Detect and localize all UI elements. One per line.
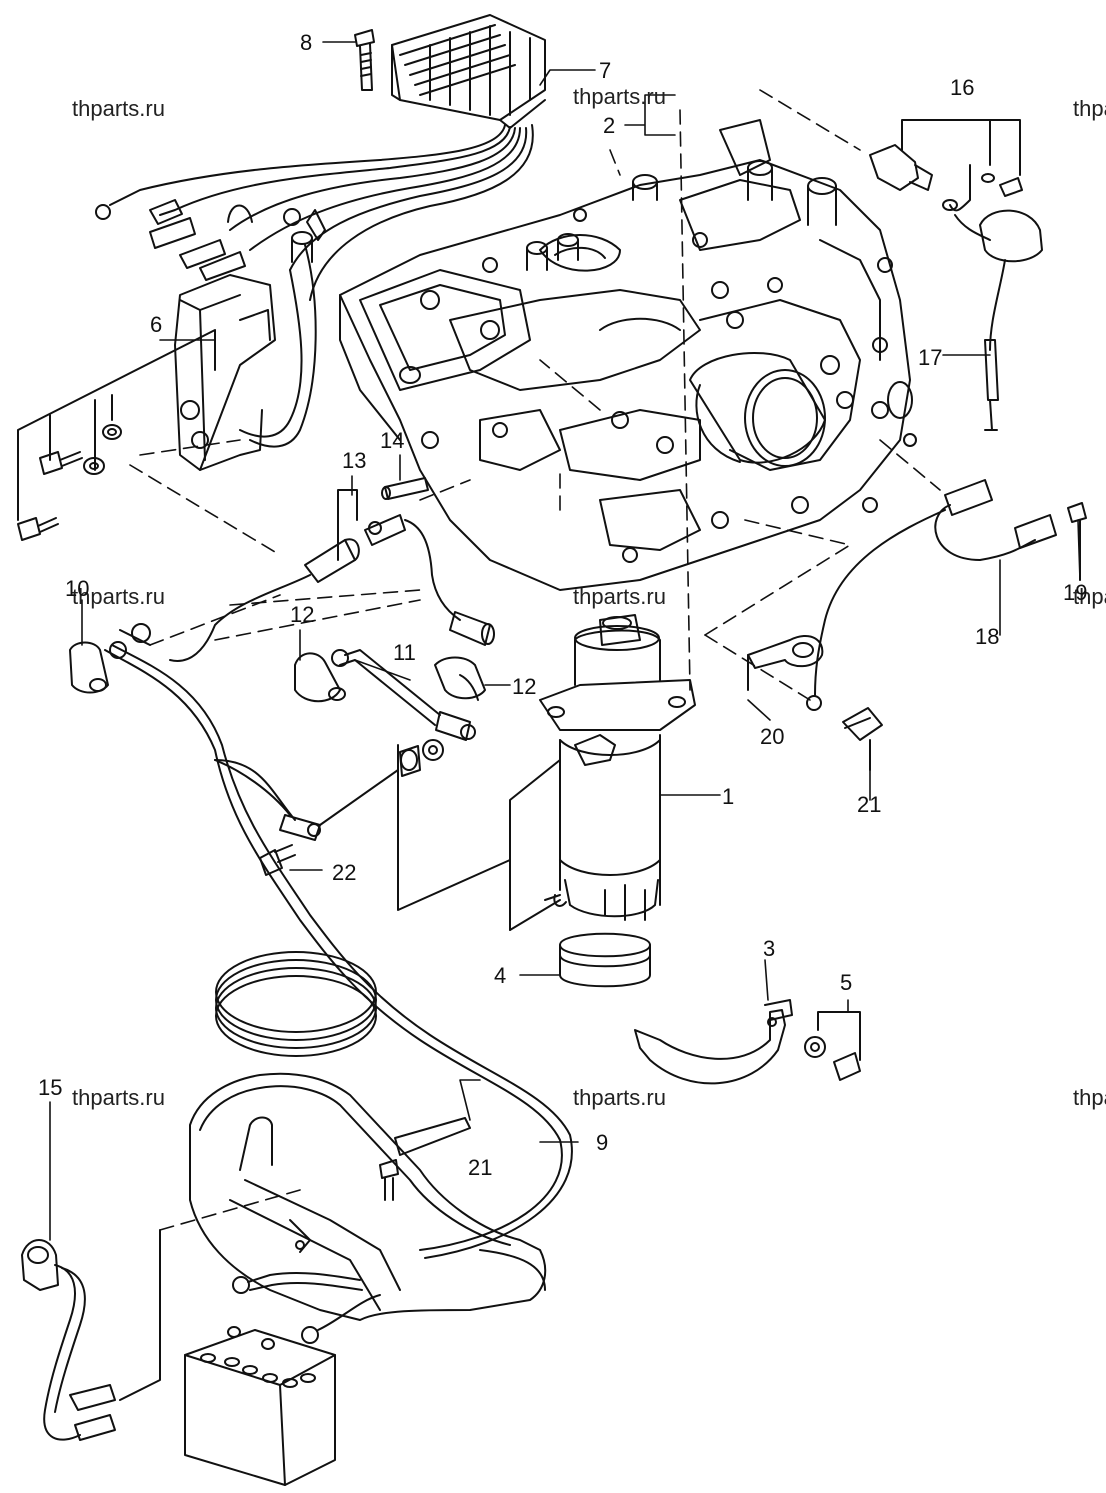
callout-19: 19	[1063, 580, 1088, 605]
bottom-cowling	[189, 1072, 547, 1321]
watermark-5: thparts.ru	[573, 584, 666, 609]
starter-relay	[174, 274, 276, 471]
watermark-8: thparts.ru	[573, 1085, 666, 1110]
callout-leaders	[49, 41, 1081, 1241]
clamp-20	[747, 635, 824, 691]
callout-16: 16	[950, 75, 975, 100]
caps-12	[294, 652, 486, 703]
callout-2: 2	[603, 113, 616, 138]
cable-13	[169, 489, 495, 662]
watermark-1: thparts.ru	[72, 96, 165, 121]
thermo-switch	[869, 119, 1023, 212]
callout-3: 3	[763, 936, 776, 961]
cap-10	[69, 641, 109, 694]
watermark-4: thparts.ru	[72, 584, 165, 609]
callout-12a: 12	[290, 602, 315, 627]
callout-11: 11	[393, 640, 416, 665]
callout-18: 18	[975, 624, 1000, 649]
warning-buzzer	[954, 209, 1043, 431]
starter-leaders	[509, 759, 561, 931]
callout-12b: 12	[512, 674, 537, 699]
ground-cable	[232, 1271, 381, 1344]
watermark-3: thparts.ru	[1073, 96, 1106, 121]
callout-21-right: 21	[857, 792, 882, 817]
bolt-8	[354, 29, 375, 91]
starter-clamp-3	[634, 999, 793, 1085]
callout-13: 13	[342, 448, 367, 473]
callout-21-cowling: 21	[468, 1155, 493, 1180]
bolt-21-cowling	[379, 1117, 471, 1201]
bolt-22	[259, 844, 296, 876]
bolt-14	[381, 477, 429, 500]
watermark-2: thparts.ru	[573, 84, 666, 109]
callout-15: 15	[38, 1075, 63, 1100]
callout-14: 14	[380, 428, 405, 453]
callout-7: 7	[599, 58, 612, 83]
screw-19	[1067, 502, 1087, 581]
callout-8: 8	[300, 30, 313, 55]
battery-cable-9	[104, 623, 573, 1259]
lead-wire-18	[806, 479, 1057, 711]
dashed-leaders	[129, 89, 941, 1231]
callout-5: 5	[840, 970, 853, 995]
watermark-6: thparts.ru	[1073, 584, 1106, 609]
callout-17: 17	[918, 345, 943, 370]
nuts-washers	[319, 739, 511, 911]
callout-20: 20	[760, 724, 785, 749]
engine-block	[291, 119, 917, 591]
callout-10: 10	[65, 576, 90, 601]
starter-motor	[539, 614, 696, 921]
callout-1: 1	[722, 784, 735, 809]
screw-21-right	[842, 707, 883, 771]
relay-bracket-lines	[17, 329, 216, 521]
rectifier-harness	[95, 124, 534, 448]
starter-band-4	[559, 932, 651, 988]
screws-5	[804, 1011, 861, 1081]
watermark-9: thparts.ru	[1073, 1085, 1106, 1110]
rectifier-regulator	[391, 14, 546, 129]
callout-6: 6	[150, 312, 163, 337]
switch-15	[21, 1229, 161, 1441]
relay-screws	[17, 424, 122, 541]
callout-22: 22	[332, 860, 357, 885]
callout-4: 4	[494, 963, 507, 988]
battery	[184, 1326, 336, 1486]
callout-9: 9	[596, 1130, 609, 1155]
watermark-7: thparts.ru	[72, 1085, 165, 1110]
